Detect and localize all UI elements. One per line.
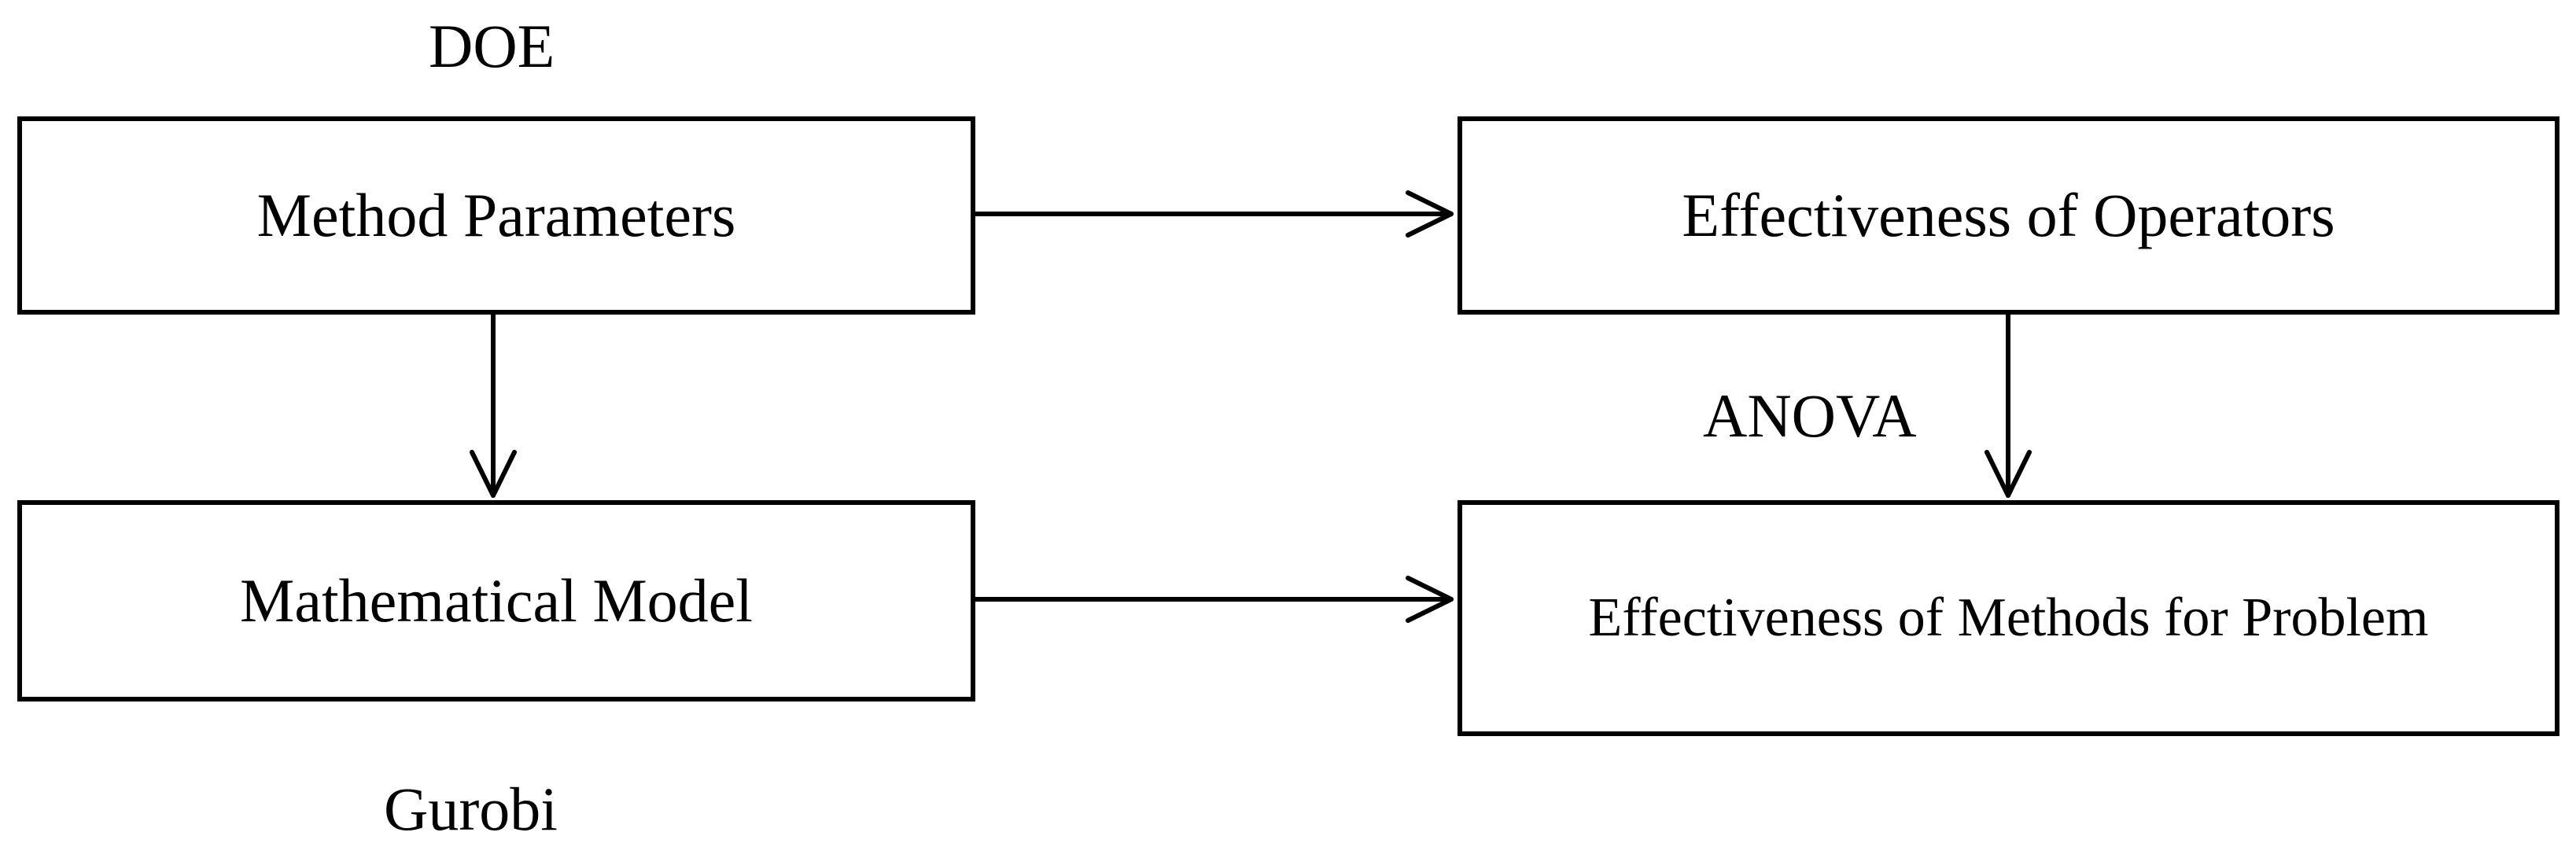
effectiveness-methods-label: Effectiveness of Methods for Problem <box>1588 587 2429 648</box>
method-parameters-label: Method Parameters <box>256 181 736 249</box>
arrow-params-to-operators <box>973 190 1454 238</box>
arrow-params-to-model <box>470 312 517 498</box>
anova-label: ANOVA <box>1703 381 1917 450</box>
gurobi-label: Gurobi <box>384 775 558 843</box>
method-parameters-box: Method Parameters <box>17 116 975 315</box>
effectiveness-operators-box: Effectiveness of Operators <box>1458 116 2559 315</box>
arrow-model-to-methods <box>973 576 1454 623</box>
arrow-operators-to-methods <box>1985 312 2032 498</box>
effectiveness-methods-box: Effectiveness of Methods for Problem <box>1458 500 2559 736</box>
effectiveness-operators-label: Effectiveness of Operators <box>1682 181 2335 249</box>
mathematical-model-label: Mathematical Model <box>240 566 753 635</box>
mathematical-model-box: Mathematical Model <box>17 500 975 702</box>
doe-label: DOE <box>429 12 555 80</box>
